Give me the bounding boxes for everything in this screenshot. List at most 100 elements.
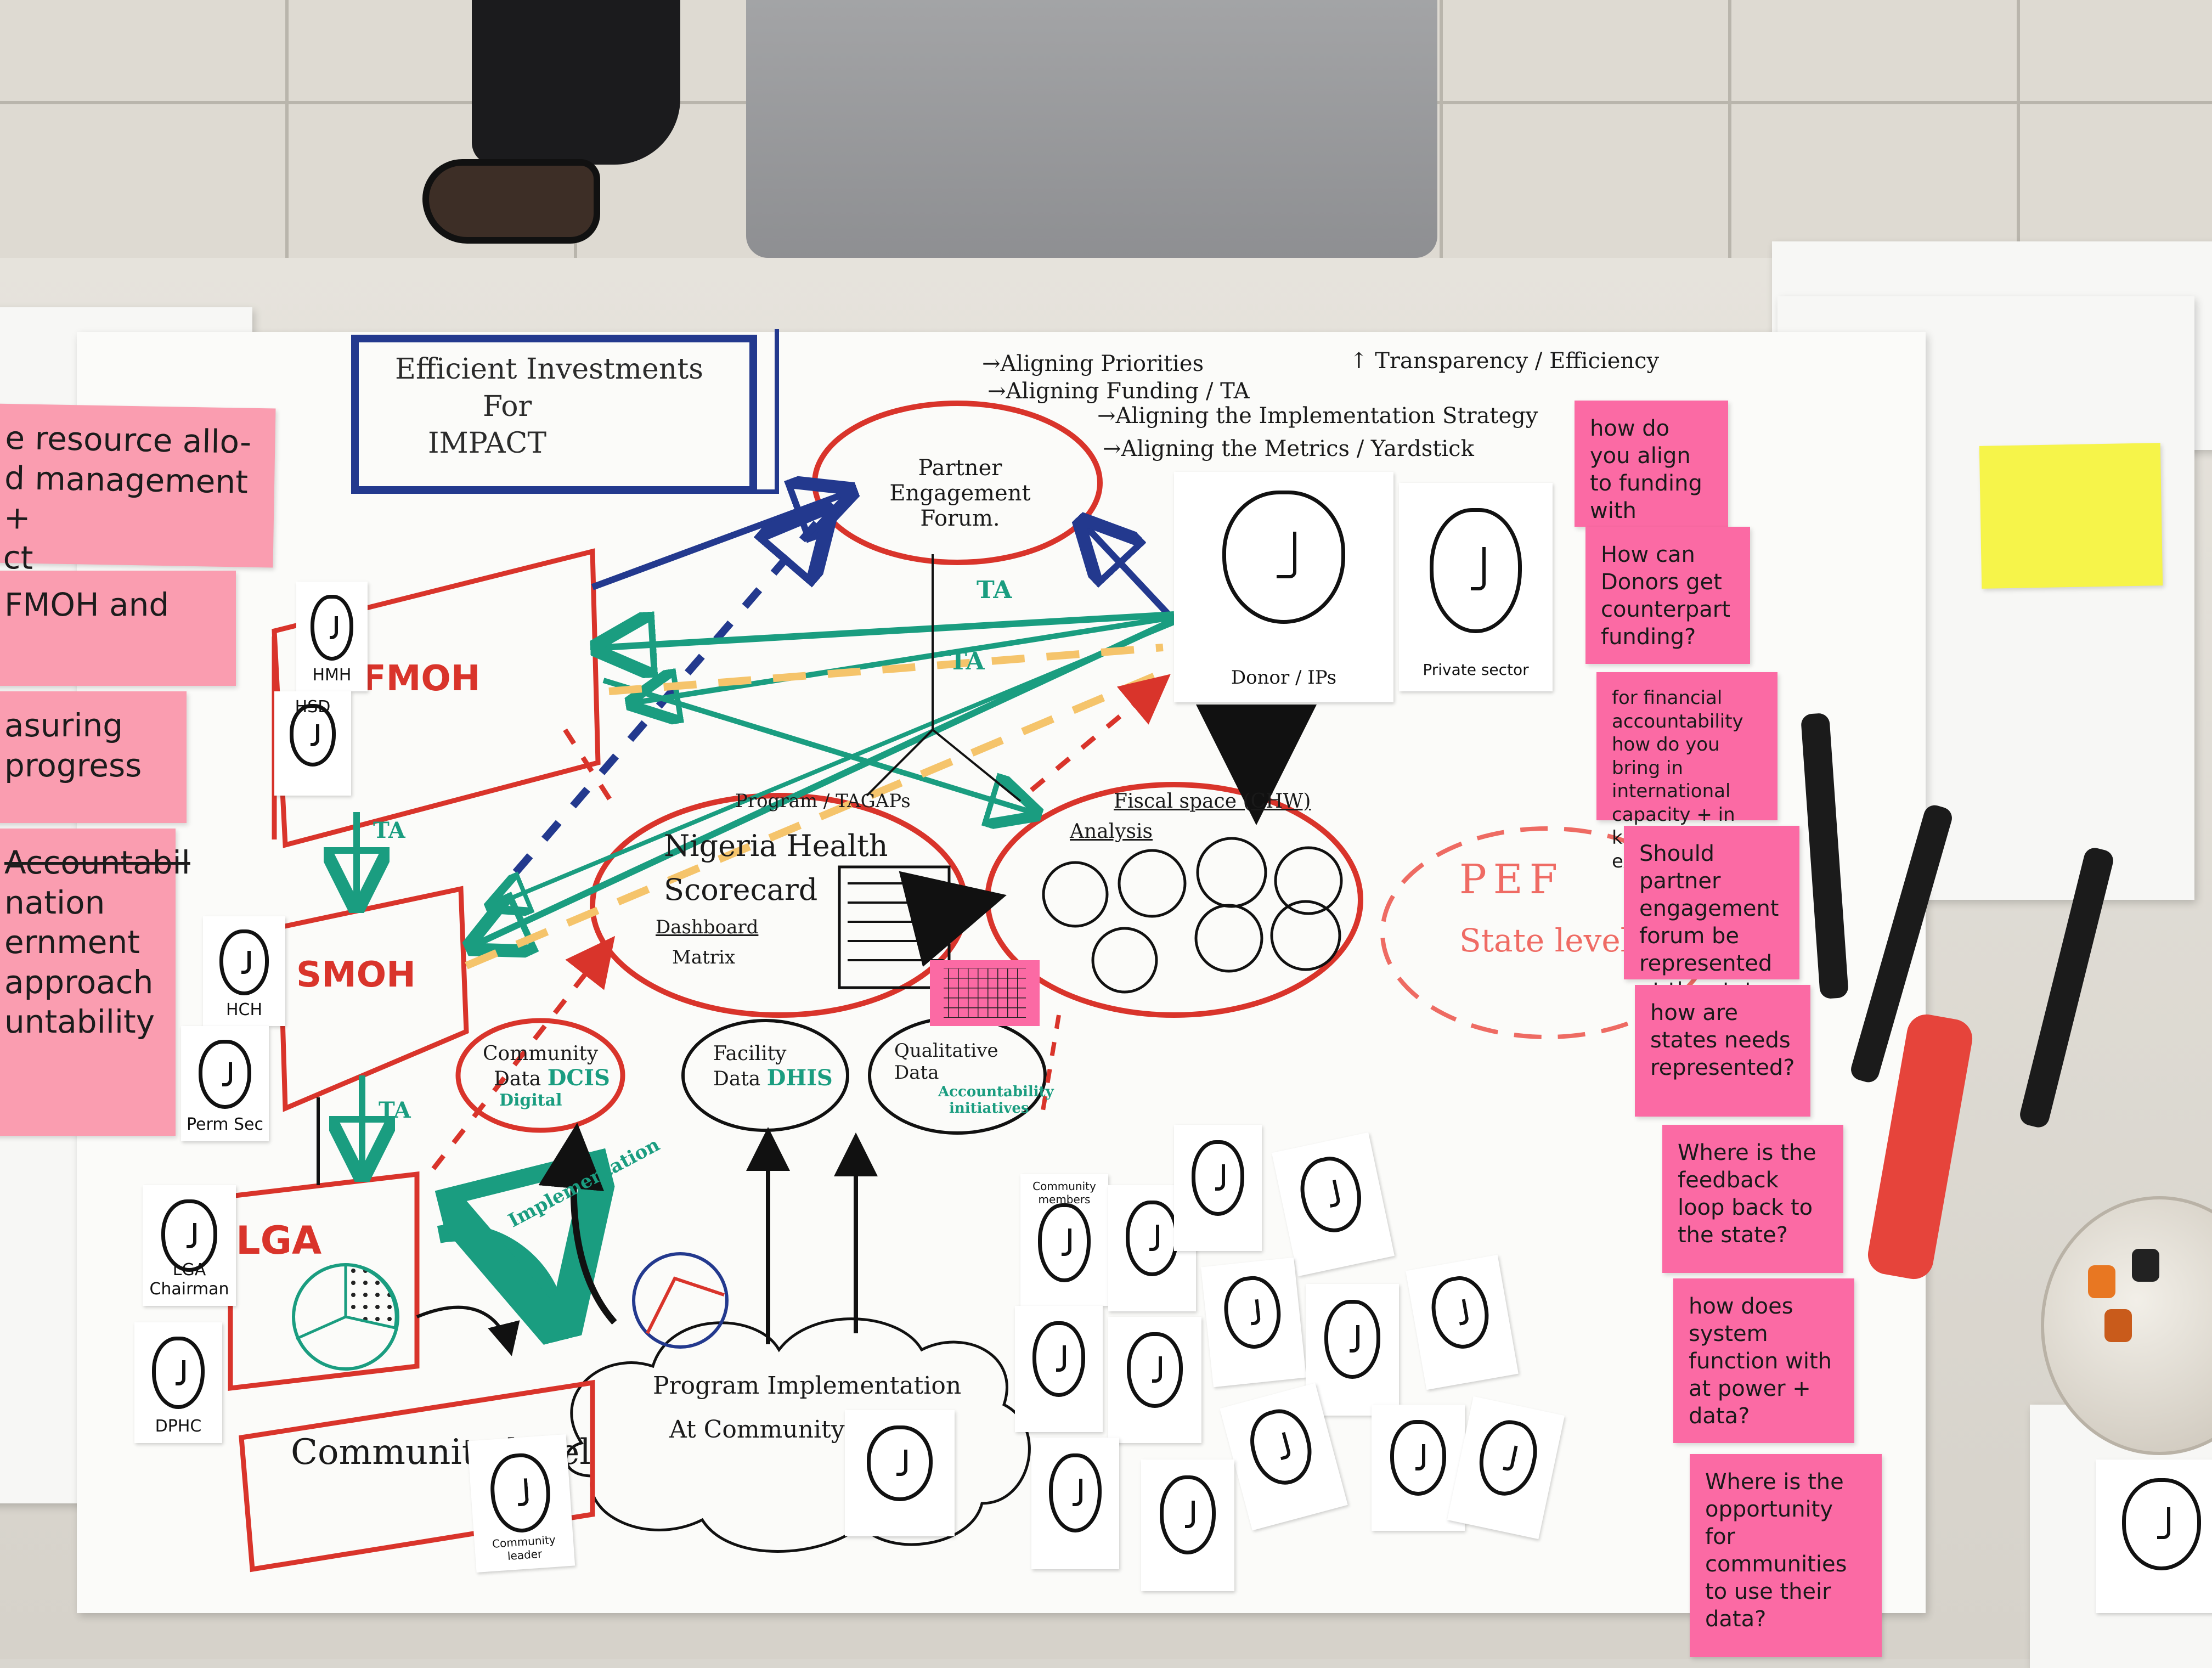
facility-data-label: Facility Data DHIS [713,1042,833,1091]
card-dphc-label: DPHC [155,1416,202,1436]
face-icon [1472,1415,1544,1501]
face-icon [1426,1272,1494,1354]
card-hmh-label: HMH [312,666,352,685]
face-icon [290,703,336,767]
red-dashed-fiscal-down [1040,1015,1061,1114]
red-dashed-fmoh [563,728,617,808]
black-arrow-lga-community [416,1305,520,1356]
qualitative-data-line-3: Accountability [938,1084,1054,1100]
card-private-sector: Private sector [1399,483,1553,691]
pef-label: Partner Engagement Forum. [872,455,1048,531]
card-community-member [1174,1125,1262,1251]
face-icon [1294,1151,1368,1238]
title-line-1: Efficient Investments [395,353,703,386]
globe-drawing [632,1252,729,1349]
qualitative-data-label: Qualitative Data Accountability initiati… [894,1040,1054,1117]
teal-implementation-arrow [439,1233,554,1306]
right-sticky-8: Where is the opportunity for communities… [1690,1454,1882,1657]
face-icon [152,1337,205,1410]
qualitative-data-line-4: initiatives [949,1100,1029,1117]
scorecard-header: Program / TAGAPs [735,790,911,812]
program-impl-line-2: At Community [669,1416,845,1444]
card-hch-label: HCH [225,1000,263,1019]
pef-label-line-1: Partner Engagement [889,455,1031,506]
card-corner-face [2096,1460,2212,1613]
teal-arrow-3 [477,617,1176,944]
face-icon [219,929,269,995]
card-donor-label: Donor / IPs [1231,666,1337,689]
lga-label: LGA [236,1218,322,1263]
card-community-member [1306,1284,1399,1416]
card-lga-chairman: LGA Chairman [143,1185,236,1306]
face-icon [1126,1200,1178,1276]
grey-bin [746,0,1437,258]
pink-grid-hatch [944,968,1026,1018]
face-icon [1160,1475,1216,1554]
ta-label-1: TA [977,576,1012,604]
facility-data-line-3: DHIS [766,1065,833,1091]
face-icon [1049,1453,1102,1532]
card-hsd: HSD [274,691,351,796]
red-dashed-fiscal-donor [1030,674,1171,792]
scorecard-line-2: Scorecard [664,872,818,907]
card-community-members: Community members [1020,1174,1108,1306]
note-transparency: ↑ Transparency / Efficiency [1350,348,1660,374]
card-community-member [1015,1306,1103,1432]
lga-box [228,1171,420,1391]
community-data-line-2: Data [494,1068,541,1090]
card-lga-chairman-label: LGA Chairman [149,1260,229,1299]
note-strategy: →Aligning the Implementation Strategy [1097,403,1538,429]
black-line-fiscal-pef [932,729,1022,802]
teal-arrow-5 [494,621,1175,905]
community-data-label: Community Data DCIS Digital [483,1042,610,1110]
teal-arrow-1 [603,611,1175,647]
pef-state-line-2: State level [1459,922,1631,959]
face-icon [1038,1203,1091,1282]
black-arrow-community-data [538,1123,617,1325]
face-icon [1127,1332,1183,1408]
left-sticky-4-text: nation ernment approach untability [4,883,155,1041]
card-hch: HCH [203,916,285,1026]
face-icon [311,595,353,661]
teal-arrow-2 [636,615,1175,702]
card-hmh: HMH [296,582,368,691]
card-community-member [1200,1257,1307,1388]
card-community-member [1031,1438,1119,1569]
face-icon [867,1425,933,1501]
candy-wrapper [2104,1309,2132,1342]
face-icon [1221,1273,1284,1352]
note-priorities: →Aligning Priorities [982,351,1204,376]
left-sticky-4: Accountabil nation ernment approach unta… [0,829,190,1136]
left-sticky-4-strike: Accountabil [4,844,190,881]
face-icon [488,1451,553,1535]
qualitative-data-line-2: Data [894,1062,939,1084]
community-box [239,1379,595,1573]
coin-circles [1042,837,1343,994]
scorecard-list-rows [848,882,944,961]
fiscal-line-2: Analysis [1070,820,1153,843]
program-cloud [565,1317,1031,1553]
candy-wrapper [2132,1249,2159,1282]
orange-dash-1 [608,644,1164,695]
right-sticky-2: How can Donors get counterpart funding? [1585,527,1750,664]
card-community-member [845,1410,955,1536]
card-community-leader-label: Community leader [492,1532,556,1563]
face-icon [1390,1419,1446,1496]
face-icon [1430,508,1522,633]
title-line-2: For [483,390,532,423]
right-sticky-1: how do you align to funding with health … [1575,401,1728,578]
right-sticky-3: for financial accountability how do you … [1596,672,1778,872]
note-metrics: →Aligning the Metrics / Yardstick [1103,436,1474,461]
right-sticky-7: how does system function with at power +… [1673,1278,1854,1443]
person-leg [472,0,680,165]
scorecard-line-3: Dashboard [656,916,759,938]
pef-state-line-1: PEF [1459,856,1565,903]
card-donor: Donor / IPs [1174,472,1393,702]
navy-arrow-fmoh-pef [591,494,845,590]
right-sticky-6: Where is the feedback loop back to the s… [1662,1125,1843,1273]
card-community-leader: Community leader [467,1434,575,1573]
smoh-box [277,886,469,1112]
scorecard-line-1: Nigeria Health [664,829,888,863]
teal-arrow-4 [602,678,1031,812]
